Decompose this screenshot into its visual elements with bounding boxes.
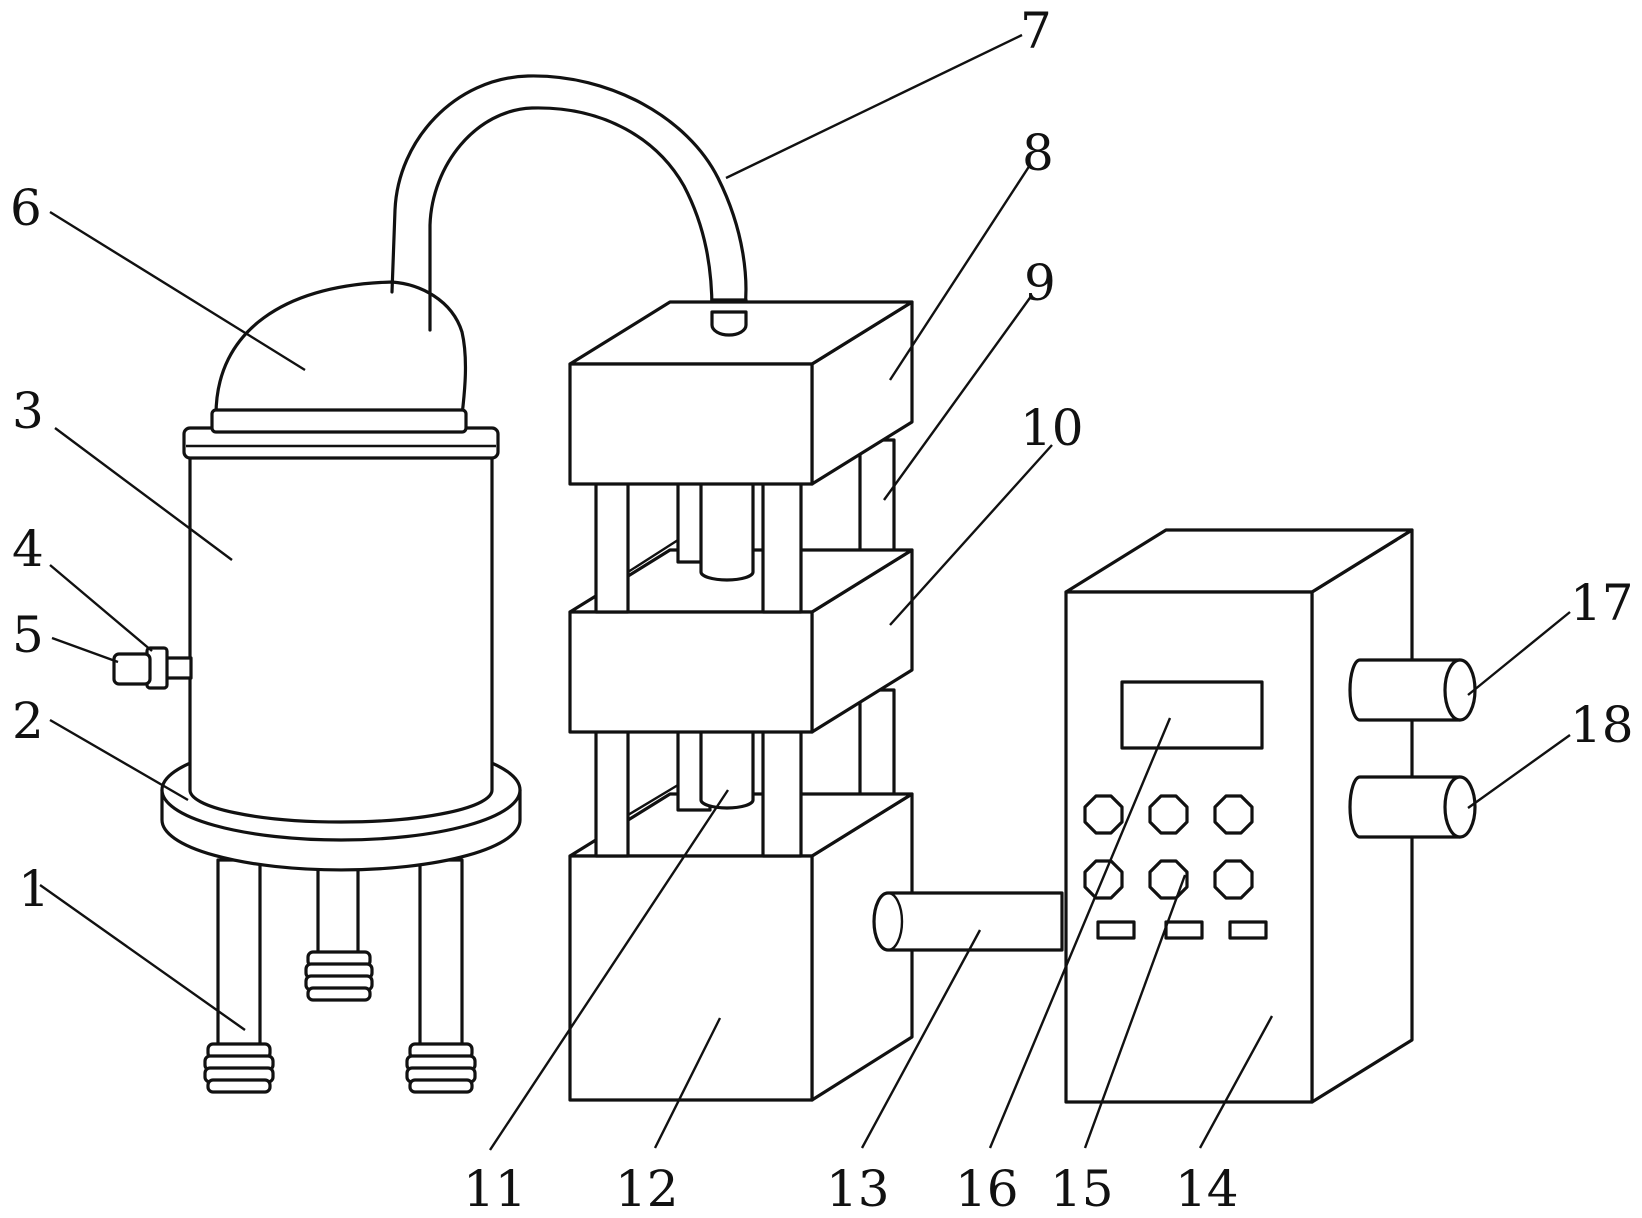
label-13: 13: [826, 1160, 890, 1218]
legs: [203, 858, 477, 1094]
label-17: 17: [1570, 574, 1634, 632]
label-10: 10: [1020, 399, 1084, 457]
label-15: 15: [1050, 1160, 1114, 1218]
label-8: 8: [1022, 124, 1054, 182]
label-2: 2: [12, 692, 44, 750]
label-3: 3: [12, 382, 44, 440]
label-6: 6: [10, 179, 42, 237]
label-11: 11: [463, 1160, 527, 1218]
label-7: 7: [1020, 2, 1052, 60]
leader-lines: [39, 33, 1571, 1151]
part-labels: 1 2 3 4 5 6 7 8 9 10 11 12 13 14 15 16 1…: [10, 2, 1634, 1218]
control-box: [1064, 528, 1477, 1104]
side-connectors: [1348, 658, 1477, 839]
label-9: 9: [1024, 254, 1056, 312]
label-12: 12: [615, 1160, 679, 1218]
button-grid: [1083, 794, 1268, 940]
label-18: 18: [1570, 696, 1634, 754]
label-5: 5: [12, 606, 44, 664]
connecting-pipe: [390, 74, 748, 332]
dome: [210, 280, 468, 434]
label-16: 16: [955, 1160, 1019, 1218]
label-4: 4: [12, 520, 44, 578]
display-screen: [1120, 680, 1264, 750]
press-machine: [568, 300, 914, 1102]
tank: [182, 426, 500, 824]
side-pipe: [872, 891, 1064, 952]
valve-outlet: [112, 646, 193, 690]
label-14: 14: [1175, 1160, 1239, 1218]
label-1: 1: [18, 860, 50, 918]
